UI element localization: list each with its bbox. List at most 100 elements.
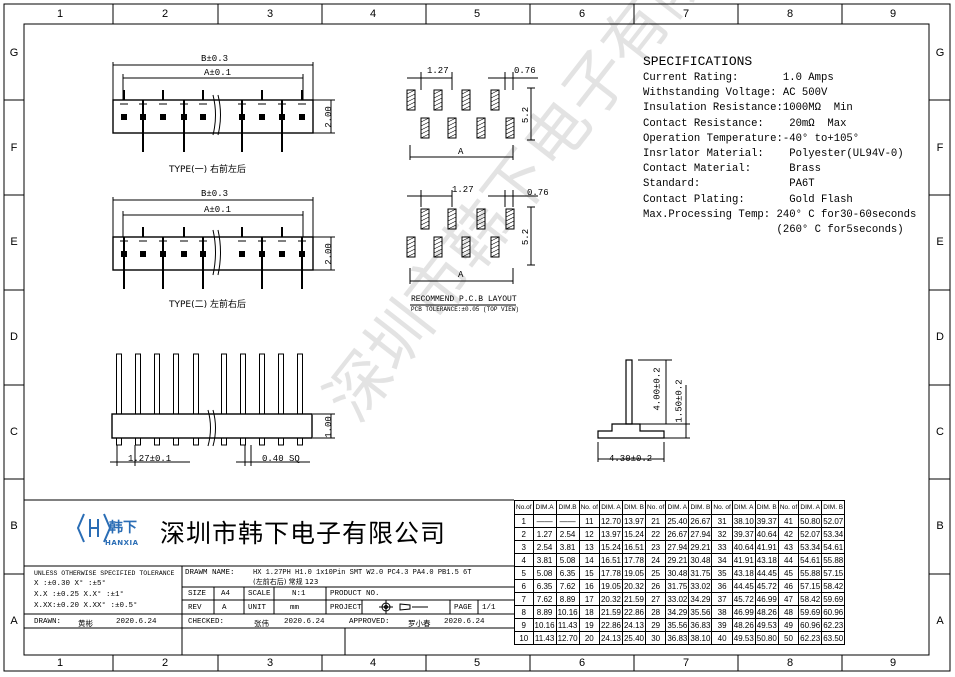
table-cell: 20.32 xyxy=(621,579,647,593)
table-cell: 6 xyxy=(514,579,534,593)
table-cell: 49.53 xyxy=(754,618,779,632)
table-cell: 40.64 xyxy=(754,527,779,541)
table-header-cell: DIM. A xyxy=(798,500,823,515)
zone-row-F-left: F xyxy=(10,142,18,154)
table-cell: 22.86 xyxy=(621,605,647,619)
table-cell: 57.15 xyxy=(798,579,823,593)
table-cell: 43.18 xyxy=(731,566,756,580)
table-cell: 8.89 xyxy=(555,592,580,606)
pcb-bot-pad: 0.76 xyxy=(527,188,549,198)
pcb-pad xyxy=(476,117,486,139)
table-cell: 3 xyxy=(514,540,534,554)
zone-col-7-bottom: 7 xyxy=(682,657,690,669)
drawn-name: 黄彬 xyxy=(78,619,93,628)
pin-square xyxy=(121,114,127,120)
table-cell: 2.54 xyxy=(555,527,580,541)
table-cell: 14 xyxy=(578,553,600,567)
table-cell: 24.13 xyxy=(598,631,623,645)
pin-square xyxy=(279,251,285,257)
zone-col-3-top: 3 xyxy=(266,8,274,20)
pcb-pad xyxy=(420,208,430,230)
table-cell: 20.32 xyxy=(598,592,623,606)
table-header-cell: No.of xyxy=(514,500,534,515)
type2-top-view xyxy=(112,197,335,276)
table-cell: 35.56 xyxy=(688,605,713,619)
table-cell: 24 xyxy=(645,553,667,567)
spec-line: (260° C for5seconds) xyxy=(643,224,904,236)
zone-col-9-top: 9 xyxy=(889,8,897,20)
drawn-label: DRAWN: xyxy=(34,618,62,626)
table-cell: 16.51 xyxy=(598,553,623,567)
table-cell: 17.78 xyxy=(621,553,647,567)
size-label: SIZE xyxy=(188,590,207,598)
zone-col-2-top: 2 xyxy=(161,8,169,20)
pin-square xyxy=(239,114,245,120)
table-header-cell: DIM. B xyxy=(754,500,779,515)
zone-row-G-right: G xyxy=(935,47,945,59)
rev-label: REV xyxy=(188,604,202,612)
table-cell: 7 xyxy=(514,592,534,606)
zone-row-D-left: D xyxy=(10,331,18,343)
table-cell: 46.99 xyxy=(731,605,756,619)
pcb-pad xyxy=(420,117,430,139)
projection-symbol xyxy=(379,600,428,614)
front-pin xyxy=(116,353,122,415)
table-cell: 28 xyxy=(645,605,667,619)
table-cell: 48.26 xyxy=(754,605,779,619)
table-cell: 27 xyxy=(645,592,667,606)
front-pin xyxy=(135,353,141,415)
pcb-layout-bottom xyxy=(406,208,515,258)
table-cell: 45 xyxy=(777,566,800,580)
table-cell: 22 xyxy=(645,527,667,541)
table-cell: 3.81 xyxy=(555,540,580,554)
table-cell: 12 xyxy=(578,527,600,541)
brand-name-en: HANXIA xyxy=(105,539,139,547)
pcb-top-pad: 0.76 xyxy=(514,66,536,76)
table-cell: 62.23 xyxy=(798,631,823,645)
pcb-pad xyxy=(505,208,515,230)
table-cell: 31.75 xyxy=(665,579,690,593)
table-cell: 15.24 xyxy=(598,540,623,554)
pin-square xyxy=(160,251,166,257)
table-cell: 42 xyxy=(777,527,800,541)
table-cell: 44.45 xyxy=(731,579,756,593)
front-pin xyxy=(297,353,303,415)
table-header-cell: DIM. B xyxy=(688,500,713,515)
zone-col-1-bottom: 1 xyxy=(56,657,64,669)
type2-height-dim: 2.00 xyxy=(323,243,334,265)
front-pin xyxy=(240,353,246,415)
table-header-cell: DIM.B xyxy=(555,500,580,515)
zone-row-C-left: C xyxy=(10,426,18,438)
table-cell: 18 xyxy=(578,605,600,619)
table-cell: 60.96 xyxy=(798,618,823,632)
table-cell: 5.08 xyxy=(532,566,557,580)
table-cell: 50.80 xyxy=(754,631,779,645)
table-cell: 41.91 xyxy=(754,540,779,554)
zone-row-A-right: A xyxy=(936,615,944,627)
tolerance-row: X.XX:±0.20 X.XX° :±0.5° xyxy=(34,602,138,610)
type2-a-dim: A±0.1 xyxy=(204,205,232,215)
scale-value: N:1 xyxy=(292,590,306,598)
table-cell: 5.08 xyxy=(555,553,580,567)
spec-line: Withstanding Voltage: AC 500V xyxy=(643,87,828,100)
type1-height-dim: 2.00 xyxy=(323,106,334,128)
approved-date: 2020.6.24 xyxy=(444,618,485,626)
table-cell: 10 xyxy=(514,631,534,645)
drawm-name-value: HX 1.27PH H1.0 1x10Pin SMT W2.0 PC4.3 PA… xyxy=(253,569,472,577)
table-cell: 6.35 xyxy=(555,566,580,580)
pcb-pad xyxy=(447,208,457,230)
pcb-pad xyxy=(490,89,500,111)
zone-col-9-bottom: 9 xyxy=(889,657,897,669)
type1-b-dim: B±0.3 xyxy=(201,54,229,64)
table-header-cell: No. of xyxy=(578,500,600,515)
pcb-pad xyxy=(490,236,500,258)
table-cell: 43 xyxy=(777,540,800,554)
hanxia-logo xyxy=(76,513,112,543)
front-pin xyxy=(193,353,199,415)
pin-square xyxy=(181,114,187,120)
table-cell: 48 xyxy=(777,605,800,619)
